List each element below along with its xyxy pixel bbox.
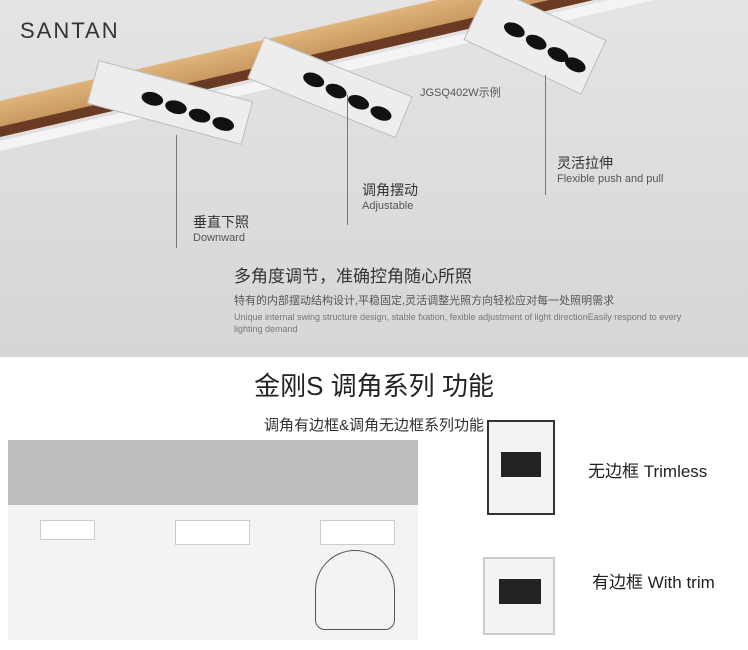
model-note: JGSQ402W示例 — [420, 87, 501, 99]
feature-cn: 灵活拉伸 — [557, 155, 613, 171]
callout-line — [347, 95, 348, 225]
section-title: 金刚S 调角系列 功能 — [254, 371, 494, 401]
ceiling-cross-section — [8, 440, 418, 505]
description-en: Unique internal swing structure design, … — [234, 312, 682, 334]
callout-line — [176, 135, 177, 248]
brand-logo: SANTAN — [20, 18, 120, 43]
description-cn: 特有的内部摆动结构设计,平稳固定,灵活调整光照方向轻松应对每一处照明需求 — [234, 295, 615, 307]
fixture-diagram — [175, 520, 250, 545]
feature-cn: 垂直下照 — [193, 214, 249, 230]
fixture-diagram — [40, 520, 95, 540]
headline: 多角度调节，准确控角随心所照 — [234, 267, 472, 286]
trim-product — [483, 557, 555, 635]
section-subtitle: 调角有边框&调角无边框系列功能 — [263, 417, 484, 434]
feature-en: Downward — [193, 232, 245, 244]
fixture-diagram — [320, 520, 395, 545]
feature-en: Flexible push and pull — [557, 173, 664, 185]
feature-cn: 调角摆动 — [362, 182, 418, 198]
callout-line — [545, 75, 546, 195]
hand-illustration — [315, 550, 395, 630]
feature-en: Adjustable — [362, 200, 414, 212]
trimless-product — [487, 420, 555, 515]
variant-label: 无边框 Trimless — [588, 462, 708, 481]
variant-label: 有边框 With trim — [592, 573, 715, 592]
